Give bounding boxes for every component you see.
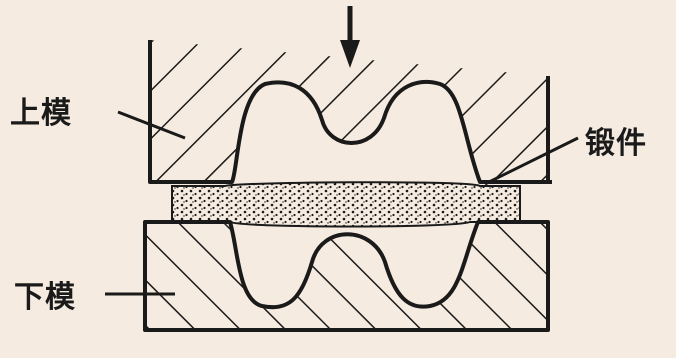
lower-die bbox=[145, 222, 548, 330]
label-forging: 锻件 bbox=[585, 118, 647, 162]
label-upper-die: 上模 bbox=[10, 88, 72, 132]
forging-workpiece bbox=[172, 182, 520, 226]
label-lower-die: 下模 bbox=[14, 272, 76, 316]
upper-die bbox=[150, 40, 548, 182]
